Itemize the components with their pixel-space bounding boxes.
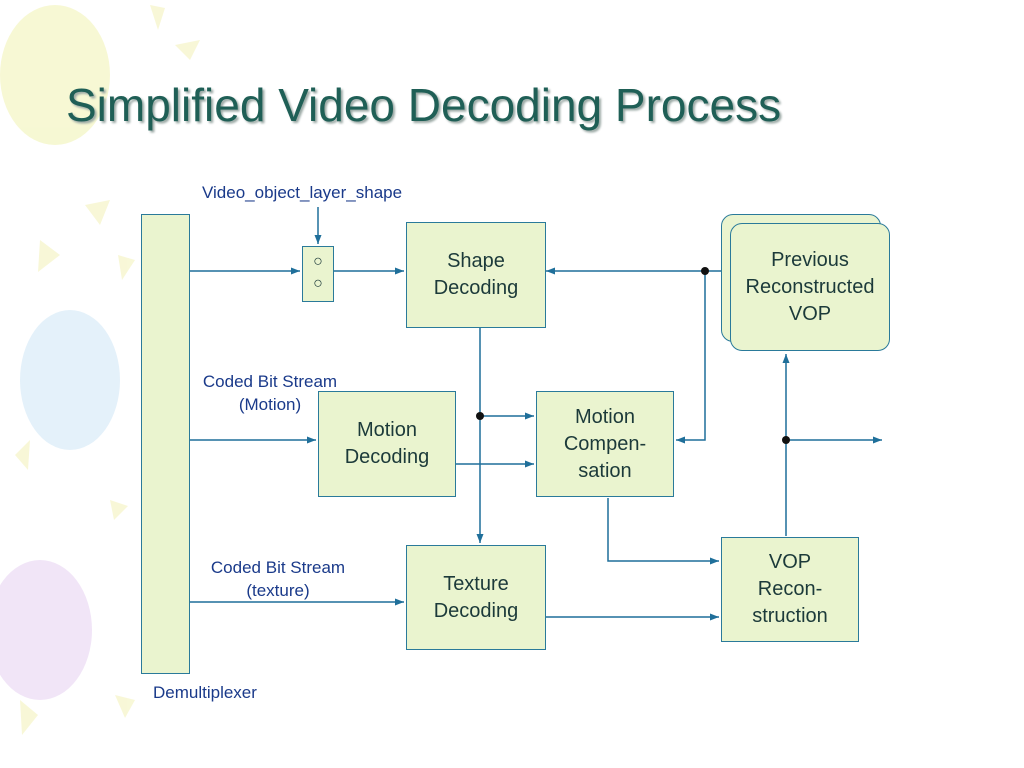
sun-ray-decoration (110, 500, 128, 520)
switch-position-1: ○ (313, 253, 323, 270)
junction-dot (782, 436, 790, 444)
vop-reconstruction-block: VOP Recon- struction (721, 537, 859, 642)
coded-bit-stream-texture-label: Coded Bit Stream (texture) (210, 558, 346, 600)
sun-ray-decoration (115, 695, 135, 718)
sun-ray-decoration (150, 5, 165, 30)
sun-ray-decoration (15, 440, 30, 470)
sun-ray-decoration (118, 255, 135, 280)
sun-ray-decoration (38, 240, 60, 272)
coded-bit-stream-motion-label: Coded Bit Stream (Motion) (202, 372, 338, 414)
slide-title: Simplified Video Decoding Process (66, 79, 782, 131)
sun-ray-decoration (85, 200, 110, 225)
motion-compensation-to-vop-arrow (607, 498, 719, 565)
sun-ray-decoration (175, 40, 200, 60)
junction-dot (476, 412, 484, 420)
texture-decoding-block: Texture Decoding (406, 545, 546, 650)
motion-decoding-block: Motion Decoding (318, 391, 456, 497)
balloon-yellow-decoration (0, 5, 110, 145)
balloon-blue-decoration (20, 310, 120, 450)
balloon-purple-decoration (0, 560, 92, 700)
motion-compensation-block: Motion Compen- sation (536, 391, 674, 497)
shape-switch: ○ ○ (302, 246, 334, 302)
previous-vop-to-motion-compensation-arrow (676, 271, 706, 444)
demultiplexer-label: Demultiplexer (153, 683, 257, 702)
vol-shape-label: Video_object_layer_shape (202, 183, 403, 202)
previous-vop-block: Previous Reconstructed VOP (730, 223, 890, 351)
switch-position-2: ○ (313, 275, 323, 292)
shape-decoding-block: Shape Decoding (406, 222, 546, 328)
demultiplexer-block (141, 214, 190, 674)
junction-dot (701, 267, 709, 275)
sun-ray-decoration (20, 700, 38, 735)
